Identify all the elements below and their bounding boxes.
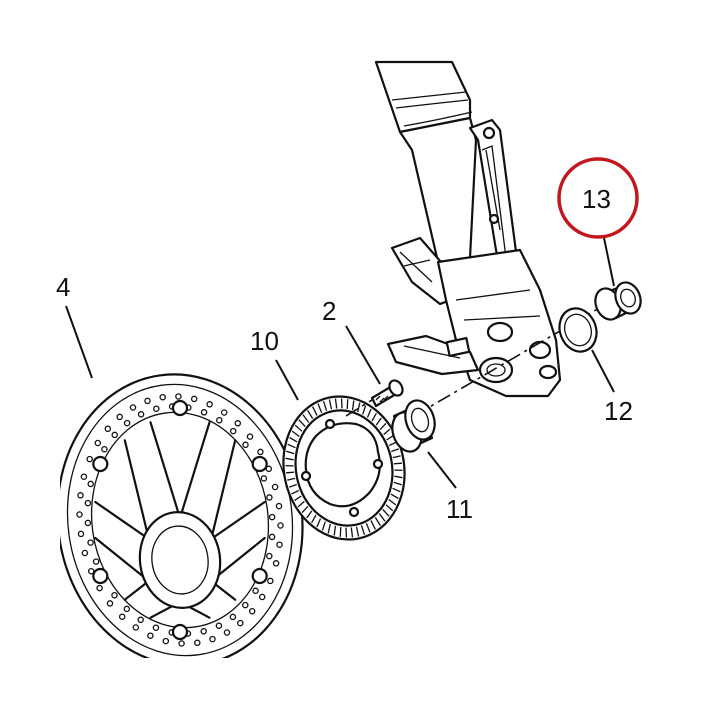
fork-leg (374, 60, 562, 398)
axle-nut (594, 281, 642, 321)
callout-12: 12 (604, 396, 633, 426)
disc-drill-holes (76, 393, 284, 647)
callout-13: 13 (582, 184, 611, 214)
callout-10: 10 (250, 326, 279, 356)
spacer-bush (391, 399, 436, 453)
highlight-circle (557, 157, 639, 239)
brake-disc (0, 360, 320, 720)
o-ring (558, 307, 598, 353)
callout-11: 11 (446, 494, 473, 524)
tone-ring-teeth (285, 398, 403, 538)
callout-4: 4 (56, 272, 70, 302)
abs-tone-ring (282, 395, 406, 541)
screw (345, 379, 404, 417)
leader-lines (65, 237, 615, 489)
callout-2: 2 (322, 296, 336, 326)
